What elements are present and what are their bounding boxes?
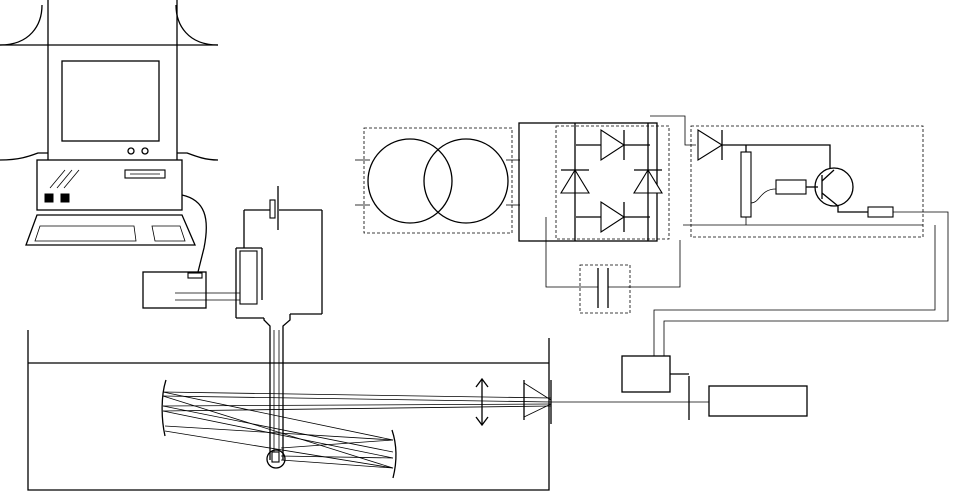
transistor bbox=[814, 167, 854, 207]
rectifier-bridge bbox=[518, 115, 696, 288]
optical-path bbox=[161, 376, 709, 479]
primary-coil bbox=[367, 138, 453, 224]
computer-cable bbox=[181, 194, 207, 273]
diode bbox=[697, 129, 724, 161]
secondary-coil bbox=[423, 138, 509, 224]
filter-capacitor bbox=[579, 264, 631, 314]
monitor bbox=[0, 0, 219, 161]
lens bbox=[475, 377, 489, 427]
probe-tip bbox=[266, 449, 286, 469]
system-unit bbox=[36, 159, 183, 211]
resistor bbox=[239, 250, 258, 305]
tank bbox=[27, 330, 550, 491]
electrode-probe bbox=[263, 314, 291, 469]
laser bbox=[708, 385, 808, 417]
reset-button bbox=[60, 193, 70, 203]
light-beams bbox=[162, 391, 552, 469]
diode bbox=[576, 128, 650, 162]
monitor-knob bbox=[127, 147, 135, 155]
concave-mirror-right bbox=[391, 429, 397, 479]
interface-box bbox=[142, 271, 245, 309]
monitor-knob bbox=[141, 147, 149, 155]
keyboard bbox=[25, 214, 196, 246]
transformer bbox=[355, 127, 520, 234]
regulator bbox=[653, 125, 949, 356]
power-button bbox=[44, 193, 54, 203]
monitor-screen bbox=[61, 60, 160, 142]
measurement-circuit bbox=[235, 186, 323, 319]
connector bbox=[187, 272, 203, 279]
battery-short-plate bbox=[269, 199, 276, 219]
diode bbox=[576, 200, 650, 234]
control-box bbox=[621, 355, 689, 393]
potentiometer bbox=[740, 151, 752, 218]
computer bbox=[0, 0, 219, 273]
concave-mirror-left bbox=[161, 379, 167, 437]
shunt-resistor bbox=[867, 206, 894, 218]
resistor bbox=[775, 179, 807, 195]
